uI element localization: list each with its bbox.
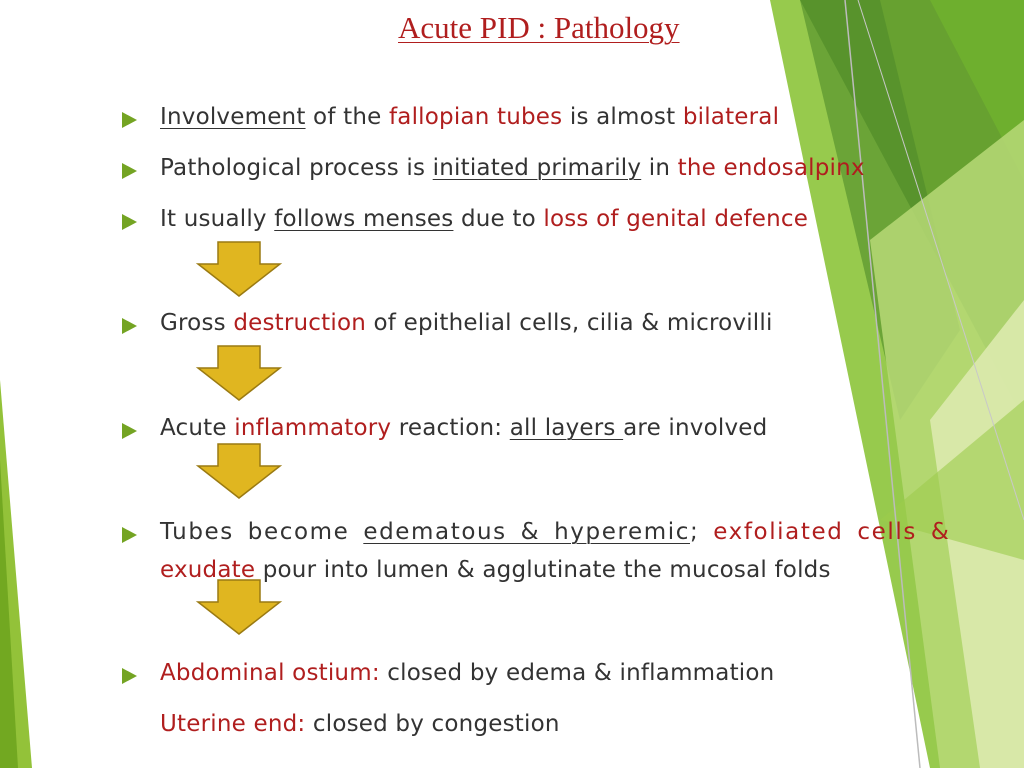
triangle-bullet-icon: [122, 668, 137, 684]
text-span: exfoliated cells &: [713, 519, 951, 545]
down-arrow-icon: [195, 443, 283, 499]
text-span: ;: [690, 519, 714, 545]
text-line-8: Abdominal ostium: closed by edema & infl…: [160, 660, 774, 686]
text-span: It usually: [160, 206, 275, 232]
text-line-6: Tubes become edematous & hyperemic; exfo…: [160, 519, 950, 545]
text-line-2: Pathological process is initiated primar…: [160, 155, 865, 181]
down-arrow-icon: [195, 579, 283, 635]
triangle-bullet-icon: [122, 527, 137, 543]
text-span: are involved: [623, 415, 768, 441]
text-span: Acute: [160, 415, 235, 441]
text-span: the endosalpinx: [677, 155, 865, 181]
text-span: destruction: [233, 310, 367, 336]
text-span: of epithelial cells, cilia & microvilli: [366, 310, 773, 336]
text-span: Abdominal ostium:: [160, 660, 380, 686]
text-line-3: It usually follows menses due to loss of…: [160, 206, 808, 232]
text-span: follows menses: [274, 206, 454, 232]
text-span: initiated primarily: [432, 155, 642, 181]
text-span: fallopian tubes: [389, 104, 563, 130]
text-span: exudate: [160, 557, 256, 583]
text-span: Tubes become: [160, 519, 364, 545]
text-line-1: Involvement of the fallopian tubes is al…: [160, 104, 779, 130]
text-span: of the: [305, 104, 389, 130]
triangle-bullet-icon: [122, 318, 137, 334]
triangle-bullet-icon: [122, 214, 137, 230]
triangle-bullet-icon: [122, 423, 137, 439]
text-span: in: [641, 155, 678, 181]
text-span: due to: [453, 206, 544, 232]
text-span: loss of genital defence: [543, 206, 809, 232]
text-line-9: Uterine end: closed by congestion: [160, 711, 560, 737]
text-span: edematous & hyperemic: [363, 519, 690, 545]
text-span: Uterine end:: [160, 711, 306, 737]
triangle-bullet-icon: [122, 163, 137, 179]
text-span: closed by edema & inflammation: [379, 660, 775, 686]
down-arrow-icon: [195, 241, 283, 297]
text-span: is almost: [562, 104, 683, 130]
text-span: inflammatory: [234, 415, 392, 441]
down-arrow-icon: [195, 345, 283, 401]
text-span: closed by congestion: [305, 711, 560, 737]
text-span: Gross: [160, 310, 234, 336]
text-span: all layers: [509, 415, 624, 441]
text-line-5: Acute inflammatory reaction: all layers …: [160, 415, 767, 441]
triangle-bullet-icon: [122, 112, 137, 128]
text-span: Pathological process is: [160, 155, 433, 181]
text-line-4: Gross destruction of epithelial cells, c…: [160, 310, 773, 336]
text-span: Involvement: [160, 104, 306, 130]
text-line-7: exudate pour into lumen & agglutinate th…: [160, 557, 831, 583]
slide-title: Acute PID : Pathology: [398, 10, 680, 45]
text-span: reaction:: [391, 415, 510, 441]
text-span: bilateral: [682, 104, 780, 130]
text-span: pour into lumen & agglutinate the mucosa…: [255, 557, 831, 583]
